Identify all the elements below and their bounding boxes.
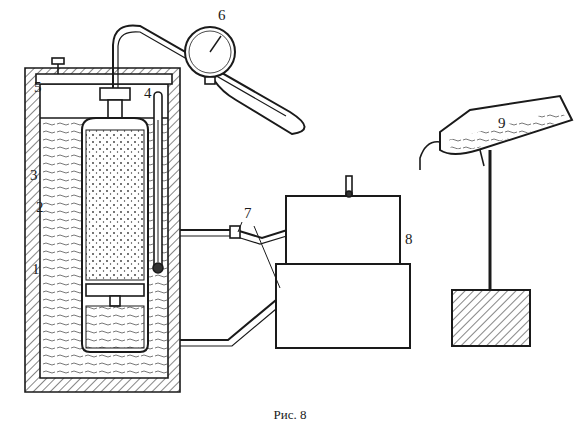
callout-number: 6	[218, 8, 226, 23]
callout-number: 8	[405, 232, 413, 247]
thermostat	[276, 176, 410, 348]
pressure-gauge	[113, 25, 305, 134]
callout-number: 1	[32, 262, 40, 277]
thermostatic-vessel	[25, 58, 180, 392]
thermometer	[153, 92, 163, 273]
figure-caption: Рис. 8	[274, 408, 307, 421]
callout-number: 7	[244, 206, 252, 221]
callout-number: 3	[30, 168, 38, 183]
callout-number: 2	[36, 200, 44, 215]
liquid-bottle	[420, 96, 572, 346]
callout-number: 5	[34, 80, 42, 95]
measuring-cell	[82, 88, 148, 352]
leader-lines	[238, 222, 280, 288]
callout-number: 4	[144, 86, 152, 101]
callout-number: 9	[498, 116, 506, 131]
